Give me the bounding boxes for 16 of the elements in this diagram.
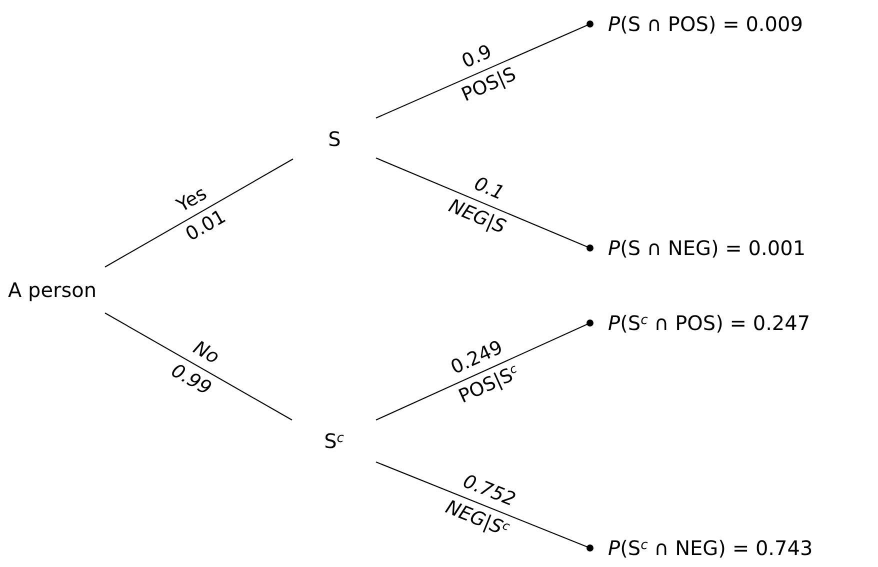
branch-line <box>104 158 294 268</box>
branch-line <box>104 312 292 420</box>
probability-text: P(S ∩ POS) = 0.009 <box>608 14 803 34</box>
branch-line-with-dot <box>376 158 594 252</box>
probability-text: P(S ∩ NEG) = 0.001 <box>608 238 806 258</box>
probability-text: P(S$^{c}$ ∩ NEG) = 0.743 <box>608 538 813 558</box>
edge-label: 0.1 <box>471 174 506 204</box>
event-label: A person <box>8 280 97 300</box>
branch-line-with-dot <box>376 20 594 118</box>
edge-label: 0.9 <box>459 42 495 72</box>
branch-line-with-dot <box>376 320 594 420</box>
event-label: S <box>328 129 341 149</box>
branch-line-with-dot <box>376 461 594 552</box>
probability-text: P(S$^{c}$ ∩ POS) = 0.247 <box>608 313 810 333</box>
event-label: S$^{c}$ <box>324 431 344 451</box>
edge-label: Yes <box>173 184 210 216</box>
